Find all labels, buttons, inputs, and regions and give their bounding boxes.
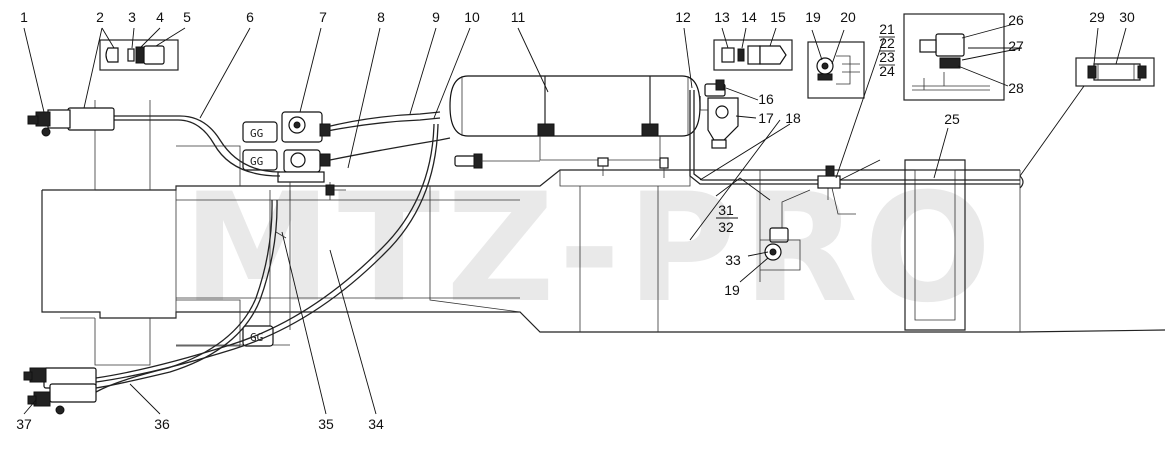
callout-33: 33 <box>725 252 741 268</box>
callout-18: 18 <box>785 110 801 126</box>
callout-13: 13 <box>714 9 730 25</box>
callout-3: 3 <box>128 9 136 25</box>
brake-valve: GG GG GG <box>242 111 346 347</box>
callout-14: 14 <box>741 9 757 25</box>
callout-10: 10 <box>464 9 480 25</box>
callout-37: 37 <box>16 416 32 432</box>
callout-4: 4 <box>156 9 164 25</box>
callout-15: 15 <box>770 9 786 25</box>
tractor-frame <box>41 100 1166 366</box>
callout-8: 8 <box>377 9 385 25</box>
callout-31: 31 <box>718 202 734 218</box>
watermark: MTZ-PRO <box>183 162 998 336</box>
callout-1: 1 <box>20 9 28 25</box>
callout-25: 25 <box>944 111 960 127</box>
callout-11: 11 <box>511 9 526 25</box>
callout-29: 29 <box>1089 9 1105 25</box>
callout-labels: 1 2 3 4 5 6 7 8 9 10 11 12 13 14 15 16 1… <box>16 9 1135 432</box>
callout-19-top: 19 <box>805 9 821 25</box>
callout-7: 7 <box>319 9 327 25</box>
rear-coupling-heads <box>23 367 97 415</box>
callout-27: 27 <box>1008 38 1024 54</box>
detail-box-26-28 <box>903 13 1005 101</box>
callout-35: 35 <box>318 416 334 432</box>
pipelines <box>95 90 1024 393</box>
callout-16: 16 <box>758 91 774 107</box>
detail-box-19-24 <box>807 41 865 99</box>
callout-23: 23 <box>879 49 895 65</box>
clamp-fitting <box>760 165 856 271</box>
svg-text:GG: GG <box>250 155 263 168</box>
callout-28: 28 <box>1008 80 1024 96</box>
callout-9: 9 <box>432 9 440 25</box>
callout-21: 21 <box>879 21 895 37</box>
callout-12: 12 <box>675 9 691 25</box>
air-receiver <box>449 75 701 178</box>
callout-17: 17 <box>758 110 774 126</box>
callout-24: 24 <box>879 63 895 79</box>
leader-lines <box>23 23 1127 415</box>
detail-box-13-15 <box>713 39 793 71</box>
callout-32: 32 <box>718 219 734 235</box>
callout-2: 2 <box>96 9 104 25</box>
callout-34: 34 <box>368 416 384 432</box>
callout-6: 6 <box>246 9 254 25</box>
callout-22: 22 <box>879 35 895 51</box>
callout-5: 5 <box>183 9 191 25</box>
pressure-regulator <box>700 79 739 149</box>
callout-30: 30 <box>1119 9 1135 25</box>
callout-20: 20 <box>840 9 856 25</box>
callout-36: 36 <box>154 416 170 432</box>
svg-text:GG: GG <box>250 127 263 140</box>
front-coupling-head <box>27 107 115 137</box>
detail-box-29-30 <box>1075 57 1155 87</box>
detail-box-2-5 <box>99 39 179 71</box>
callout-19-bottom: 19 <box>724 282 740 298</box>
callout-26: 26 <box>1008 12 1024 28</box>
